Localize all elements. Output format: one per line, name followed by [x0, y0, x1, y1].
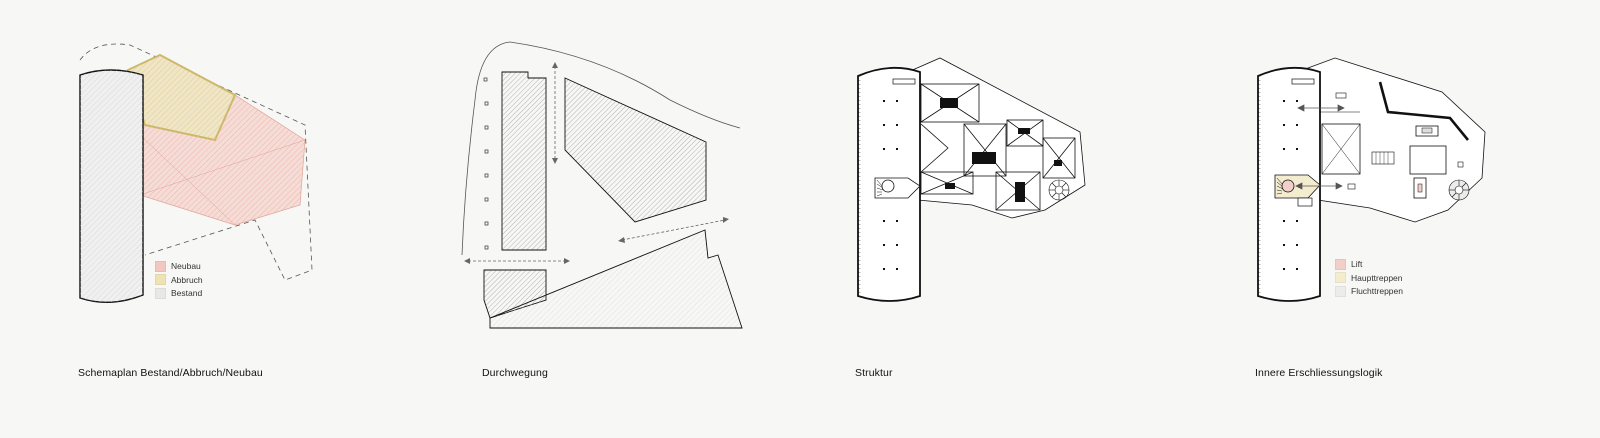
- panel-durchwegung: Durchwegung: [400, 0, 800, 438]
- path-arrows: [468, 66, 726, 262]
- legend-label: Fluchttreppen: [1351, 286, 1403, 296]
- bar-building: [501, 71, 547, 251]
- spiral-stair: [1448, 179, 1470, 201]
- flow-arrows: [1295, 104, 1345, 190]
- site-boundary: [79, 43, 313, 281]
- trapezoid-building: [564, 77, 707, 223]
- legend-item-abbruch: Abbruch: [155, 274, 203, 286]
- spiral-stair: [1048, 179, 1070, 201]
- legend-item-fluchttreppen: Fluchttreppen: [1335, 285, 1403, 297]
- site-edge: [461, 41, 741, 256]
- legend-label: Bestand: [171, 288, 203, 298]
- legend-swatch: [155, 287, 166, 299]
- legend-label: Abbruch: [171, 274, 203, 285]
- column-grid: [1283, 100, 1298, 270]
- legend-swatch: [155, 260, 166, 272]
- legend-swatch: [1335, 272, 1346, 283]
- legend-label: Neubau: [171, 261, 201, 271]
- caption-struktur: Struktur: [855, 367, 893, 379]
- panel-struktur: Struktur: [800, 0, 1200, 438]
- legend-swatch: [1335, 285, 1346, 297]
- core-cores: [940, 98, 1062, 202]
- erschliessung-legend: Lift Haupttreppen Fluchttreppen: [1335, 258, 1403, 299]
- legend-item-haupttreppen: Haupttreppen: [1335, 272, 1403, 284]
- column-grid: [883, 100, 898, 270]
- column-markers: [483, 77, 489, 250]
- schemaplan-drawing: [79, 43, 313, 304]
- legend-label: Lift: [1351, 259, 1363, 269]
- erschliessung-drawing: [1257, 57, 1486, 302]
- lower-building: [489, 229, 743, 329]
- schemaplan-legend: Neubau Abbruch Bestand: [155, 260, 203, 301]
- legend-swatch: [1335, 258, 1346, 270]
- struktur-drawing: [857, 57, 1086, 302]
- legend-label: Haupttreppen: [1351, 272, 1403, 283]
- caption-schemaplan: Schemaplan Bestand/Abbruch/Neubau: [78, 367, 263, 379]
- legend-item-neubau: Neubau: [155, 260, 203, 272]
- durchwegung-drawing: [461, 41, 743, 329]
- caption-erschliessung: Innere Erschliessungslogik: [1255, 367, 1383, 379]
- caption-durchwegung: Durchwegung: [482, 367, 548, 379]
- legend-item-lift: Lift: [1335, 258, 1403, 270]
- legend-item-bestand: Bestand: [155, 287, 203, 299]
- legend-swatch: [155, 274, 166, 285]
- panel-schemaplan: Neubau Abbruch Bestand Schemaplan Bestan…: [0, 0, 400, 438]
- panel-erschliessung: Lift Haupttreppen Fluchttreppen Innere E…: [1200, 0, 1600, 438]
